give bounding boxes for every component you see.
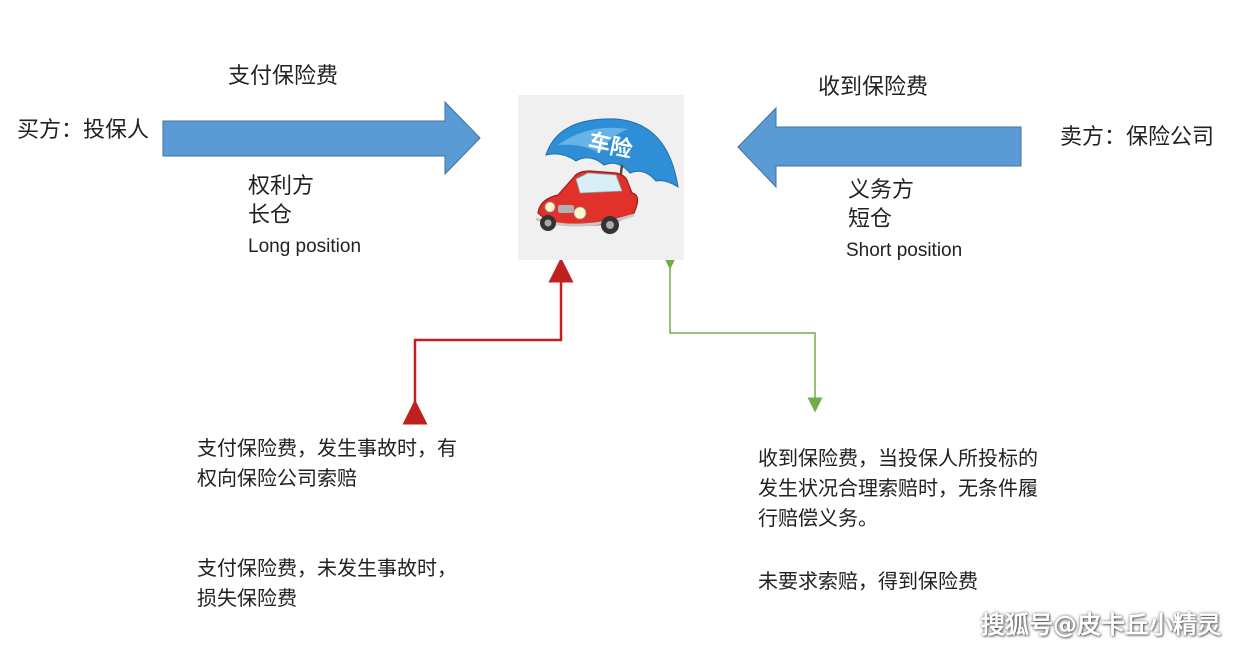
buyer-role-rights: 权利方 — [248, 174, 315, 199]
buyer-pay-arrow — [162, 100, 481, 176]
buyer-role-long-en: Long position — [248, 236, 362, 257]
buyer-label: 买方：投保人 — [17, 118, 150, 143]
buyer-note-claim: 支付保险费，发生事故时，有 权向保险公司索赔 — [197, 433, 457, 493]
seller-note-compensate-line-2: 发生状况合理索赔时，无条件履 — [758, 476, 1038, 500]
car-insurance-image: 车险 — [518, 95, 684, 260]
car-insurance-umbrella-icon: 车险 — [535, 118, 679, 234]
seller-role-short: 短仓 — [848, 207, 893, 232]
seller-receive-arrow — [737, 106, 1022, 189]
seller-label: 卖方：保险公司 — [1060, 125, 1215, 150]
seller-arrow-label: 收到保险费 — [818, 75, 929, 100]
seller-note-compensate-line-3: 行赔偿义务。 — [758, 506, 878, 530]
seller-note-premium-line-1: 未要求索赔，得到保险费 — [758, 569, 978, 593]
buyer-note-loss-line-2: 损失保险费 — [197, 586, 297, 610]
buyer-note-claim-line-1: 支付保险费，发生事故时，有 — [197, 436, 457, 460]
buyer-outcome-connector — [402, 257, 574, 425]
seller-note-premium: 未要求索赔，得到保险费 — [758, 566, 978, 596]
seller-note-compensate: 收到保险费，当投保人所投标的 发生状况合理索赔时，无条件履 行赔偿义务。 — [758, 443, 1038, 533]
buyer-note-claim-line-2: 权向保险公司索赔 — [197, 466, 357, 490]
watermark: 搜狐号@皮卡丘小精灵 — [981, 611, 1221, 639]
seller-role-short-en: Short position — [846, 240, 963, 261]
seller-outcome-connector — [662, 254, 823, 413]
seller-role-obligation: 义务方 — [848, 178, 915, 203]
buyer-note-loss: 支付保险费，未发生事故时， 损失保险费 — [197, 553, 457, 613]
buyer-note-loss-line-1: 支付保险费，未发生事故时， — [197, 556, 457, 580]
buyer-role-long: 长仓 — [248, 203, 293, 228]
seller-note-compensate-line-1: 收到保险费，当投保人所投标的 — [758, 446, 1038, 470]
buyer-arrow-label: 支付保险费 — [228, 64, 339, 89]
